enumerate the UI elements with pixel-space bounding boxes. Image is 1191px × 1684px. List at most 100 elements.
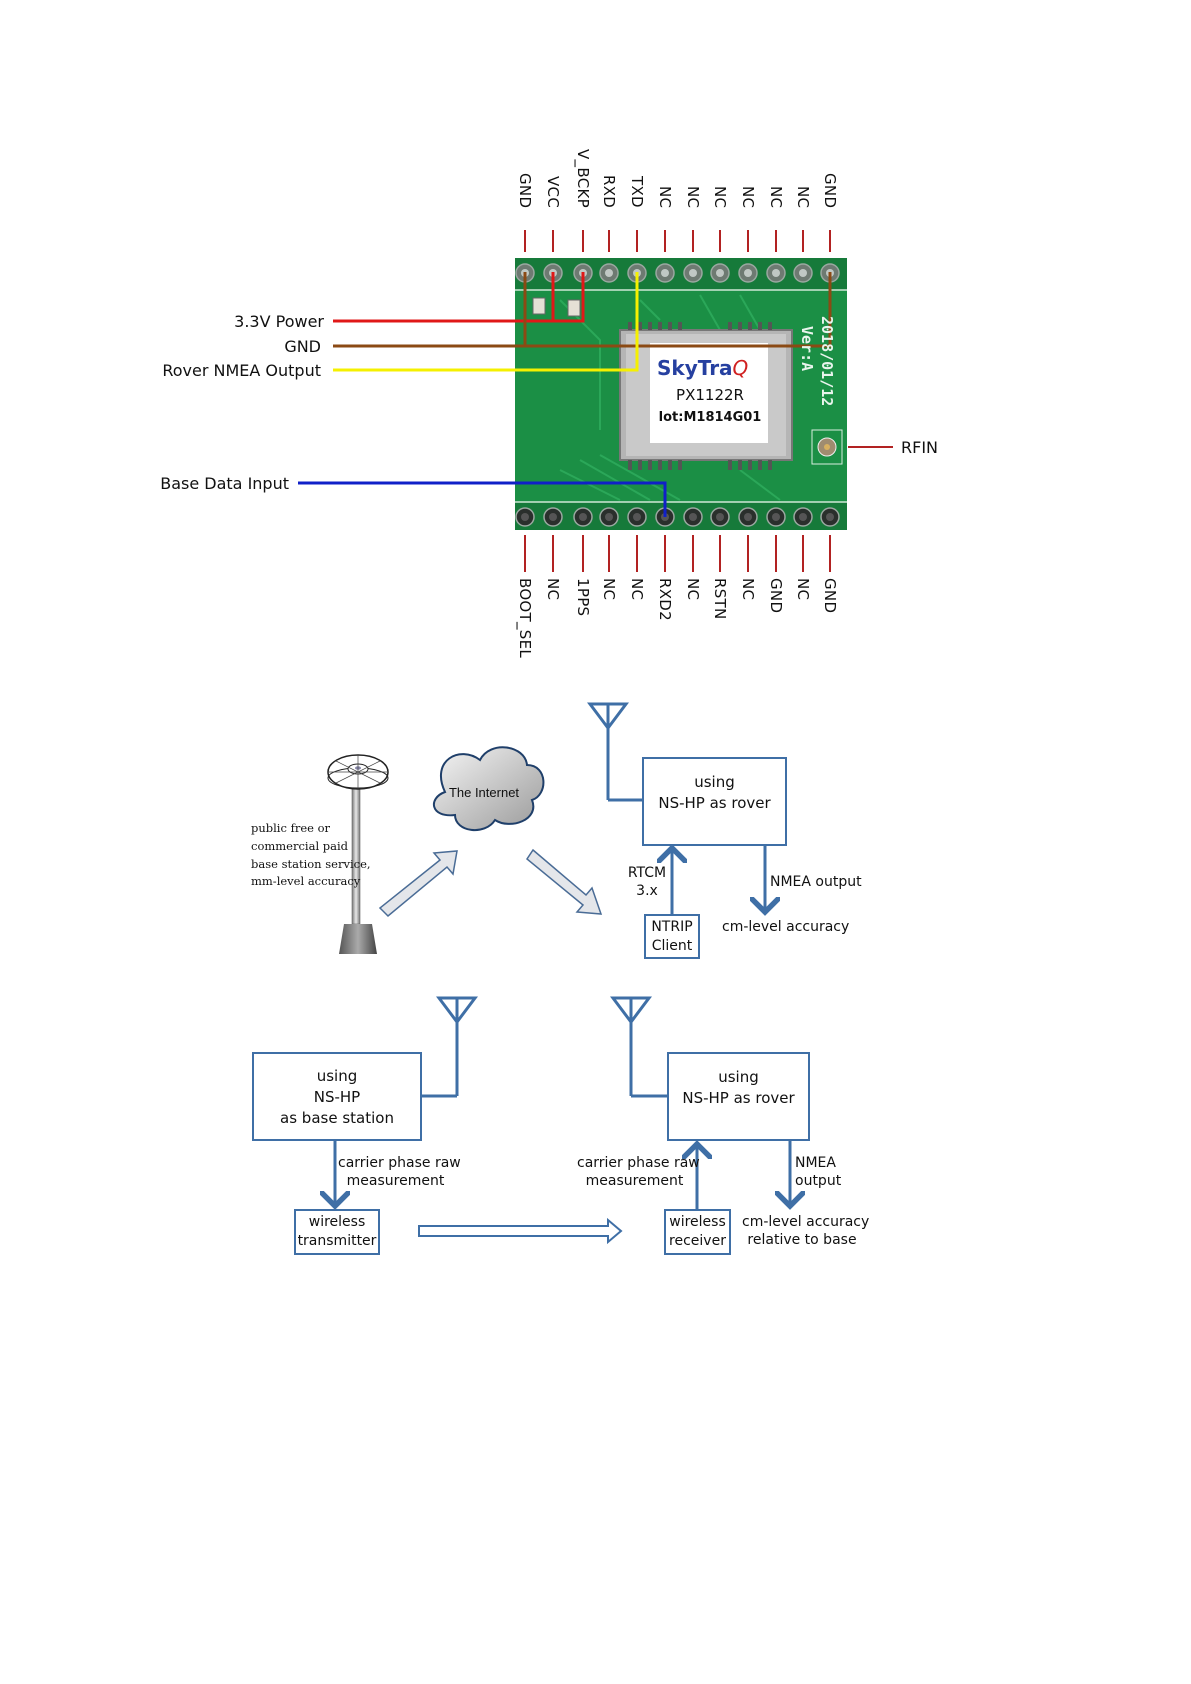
bottom-pin-label: RSTN [711,578,729,620]
board-date: 2018/01/12 [818,316,836,407]
pin-pad-center [549,513,557,521]
pin-pad-center [826,513,834,521]
pin-pad-center [744,513,752,521]
rover-carrier-label-line-1: carrier phase raw [577,1155,700,1171]
station-note-line-1: public free or [251,821,331,835]
bottom-pin-label: GND [821,578,839,614]
radio-rover-box: using NS-HP as rover [667,1052,810,1141]
radio-nmea-label-line-2: output [795,1173,842,1189]
module-model: PX1122R [676,386,744,404]
rtcm-label-line-2: 3.x [636,883,658,899]
base-antenna-icon [421,996,478,1098]
base-carrier-label-line-2: measurement [346,1173,445,1189]
wireless-link-arrow-icon [418,1217,623,1245]
pin-pad-center [605,269,613,277]
download-arrow-icon [525,848,603,915]
pin-pad-center [689,513,697,521]
upload-arrow-icon [378,850,458,918]
module-brand: SkyTraQ [657,356,749,380]
wire-label-gnd: GND [284,337,321,356]
pin-pad-center [521,513,529,521]
top-pin-label: TXD [628,176,646,208]
receiver-line-1: wireless [669,1214,726,1230]
base-station-box: using NS-HP as base station [252,1052,422,1141]
top-pin-label: GND [821,173,839,209]
top-pin-label: RXD [600,175,618,209]
pinout-graphics [298,230,893,572]
base-carrier-label-line-1: carrier phase raw [338,1155,461,1171]
bottom-pin-label: NC [600,578,618,601]
radio-rover-antenna-icon [610,996,667,1098]
bottom-pin-label: BOOT_SEL [516,578,534,659]
board-version: Ver:A [798,326,816,372]
internet-rover-box: using NS-HP as rover [642,757,787,846]
rtcm-label-line-1: RTCM [627,865,667,881]
transmitter-line-1: wireless [308,1214,366,1230]
internet-rover-line-2: NS-HP as rover [658,794,771,812]
station-note-line-3: base station service, [251,857,371,871]
bottom-pin-label: NC [544,578,562,601]
wire-gnd [333,272,832,348]
wire-label-base-data-input: Base Data Input [160,474,289,493]
top-pin-label: NC [739,186,757,209]
wire-rover-nmea-output [333,272,639,372]
station-note-line-2: commercial paid [251,839,349,853]
transmitter-line-2: transmitter [297,1233,377,1249]
internet-accuracy-label: cm-level accuracy [722,919,850,935]
wire-label-3v3-power: 3.3V Power [234,312,324,331]
wire-base-data-input [298,481,667,517]
pin-pad-center [605,513,613,521]
receiver-line-2: receiver [669,1233,726,1249]
top-pin-label: NC [656,186,674,209]
pin-header-bottom [515,502,847,530]
pin-header-top [515,258,847,290]
top-pin-label: GND [516,173,534,209]
wireless-receiver-box: wireless receiver [664,1209,731,1255]
pin-pad-center [716,513,724,521]
module-lot: lot:M1814G01 [658,410,762,425]
ntrip-line-2: Client [651,938,693,954]
bottom-pin-label: NC [684,578,702,601]
radio-accuracy-line-1: cm-level accuracy [742,1214,870,1230]
internet-rover-line-1: using [694,773,735,791]
base-line-2: NS-HP [313,1088,361,1106]
gnss-module-label [650,343,768,443]
pin-pad-center [799,269,807,277]
pin-pad-center [716,269,724,277]
pin-pad-center [799,513,807,521]
radio-accuracy-line-2: relative to base [747,1232,857,1248]
pin-pad-center [579,513,587,521]
pin-pad-center [689,269,697,277]
top-pin-label: VCC [544,176,562,209]
pin-pad-center [633,513,641,521]
rover-carrier-label-line-2: measurement [585,1173,684,1189]
base-line-1: using [316,1067,358,1085]
cloud-label: The Internet [448,785,520,800]
pin-pad-center [661,269,669,277]
radio-rover-line-1: using [718,1068,759,1086]
top-pin-label: V_BCKP [574,149,592,208]
station-note-line-4: mm-level accuracy [251,874,361,888]
pin-pad-center [772,269,780,277]
radio-rover-line-2: NS-HP as rover [682,1089,795,1107]
bottom-pin-label: NC [628,578,646,601]
rf-in-label: RFIN [901,438,939,457]
bottom-pin-label: NC [794,578,812,601]
bottom-pin-label: RXD2 [656,578,674,621]
radio-nmea-label-line-1: NMEA [795,1155,836,1171]
wireless-transmitter-box: wireless transmitter [294,1209,380,1255]
rover-antenna-icon [587,702,642,802]
pin-pad-center [772,513,780,521]
top-pin-label: NC [794,186,812,209]
internet-nmea-label: NMEA output [770,874,862,890]
bottom-pin-label: NC [739,578,757,601]
top-pin-label: NC [767,186,785,209]
base-line-3: as base station [280,1109,394,1127]
bottom-pin-label: GND [767,578,785,614]
wire-label-rover-nmea-output: Rover NMEA Output [162,361,321,380]
ntrip-line-1: NTRIP [651,919,693,935]
ntrip-client-box: NTRIP Client [644,914,700,959]
rf-connector [811,429,843,465]
pin-pad-center [744,269,752,277]
bottom-pin-label: 1PPS [574,578,592,617]
